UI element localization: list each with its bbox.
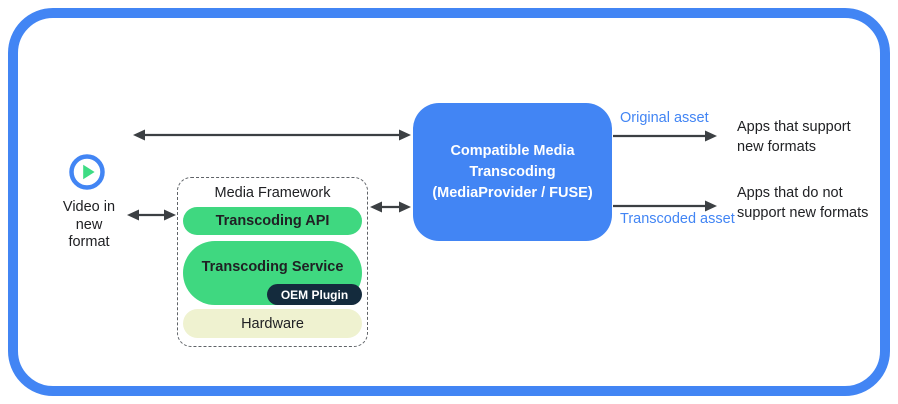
original-asset-label: Original asset	[620, 110, 709, 126]
transcoding-api-pill: Transcoding API	[183, 207, 362, 235]
transcoded-asset-label: Transcoded asset	[620, 211, 735, 227]
media-framework-box: Media Framework Transcoding API Transcod…	[177, 177, 368, 347]
oem-plugin-pill: OEM Plugin	[267, 284, 362, 305]
apps-support-new-formats-label: Apps that support new formats	[737, 119, 851, 155]
transcoding-service-pill: Transcoding Service OEM Plugin	[183, 241, 362, 305]
play-icon	[69, 154, 105, 190]
diagram-border	[8, 8, 890, 396]
hardware-pill: Hardware	[183, 309, 362, 338]
media-framework-title: Media Framework	[214, 185, 331, 201]
apps-not-support-new-formats-label: Apps that do not support new formats	[737, 185, 869, 221]
compatible-media-transcoding-box: Compatible Media Transcoding (MediaProvi…	[413, 103, 612, 241]
transcoding-service-label: Transcoding Service	[201, 259, 344, 275]
video-in-new-format-label: Video in new format	[62, 199, 116, 250]
